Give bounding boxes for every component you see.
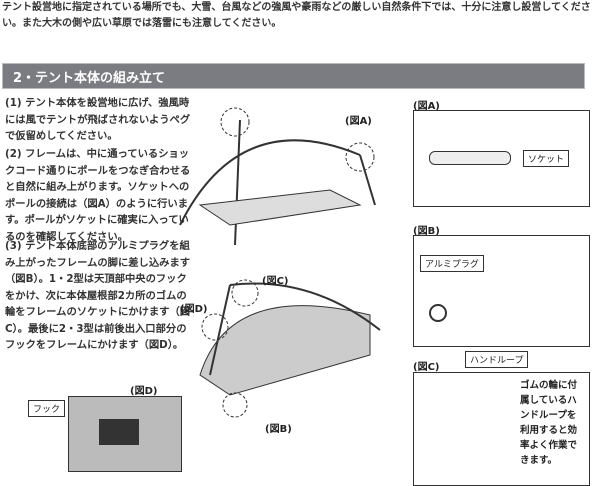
fig-d-detail-label: (図D) [130,386,158,397]
alumi-plug-label: アルミプラグ [420,255,484,272]
fig-d-label: (図D) [180,304,208,315]
section-title: 2・テント本体の組み立て [13,71,166,86]
fig-c-detail-label: (図C) [413,362,440,373]
step-3: (3) テント本体底部のアルミプラグを組み上がったフレームの脚に差し込みます（図… [5,240,191,351]
fig-c-label: (図C) [262,276,289,287]
fig-d-detail [68,396,182,472]
intro-text: テント設営地に指定されている場所でも、大雪、台風などの強風や豪雨などの厳しい自然… [2,2,591,29]
fig-a-detail-label: (図A) [413,101,440,112]
tent-assembly-illustration [179,107,381,418]
fig-c-detail [413,372,590,486]
hand-loop-tip: ゴムの輪に付属しているハンドループを利用すると効率よく作業できます。 [520,380,578,466]
hook-label: フック [28,400,66,417]
hand-loop-label: ハンドループ [465,351,529,368]
fig-b-detail [413,235,590,347]
step-2: (2) フレームは、中に通っているショックコード通りにポールをつなぎ合わせると自… [5,148,191,243]
fig-b-detail-label: (図B) [413,226,440,237]
fig-a-label: (図A) [345,116,372,127]
socket-label: ソケット [523,150,570,167]
fig-b-label: (図B) [265,424,292,435]
section-header: 2・テント本体の組み立て [2,63,585,89]
step-1: (1) テント本体を設営地に広げ、強風時には風でテントが飛ばされないようペグで仮… [5,97,191,142]
